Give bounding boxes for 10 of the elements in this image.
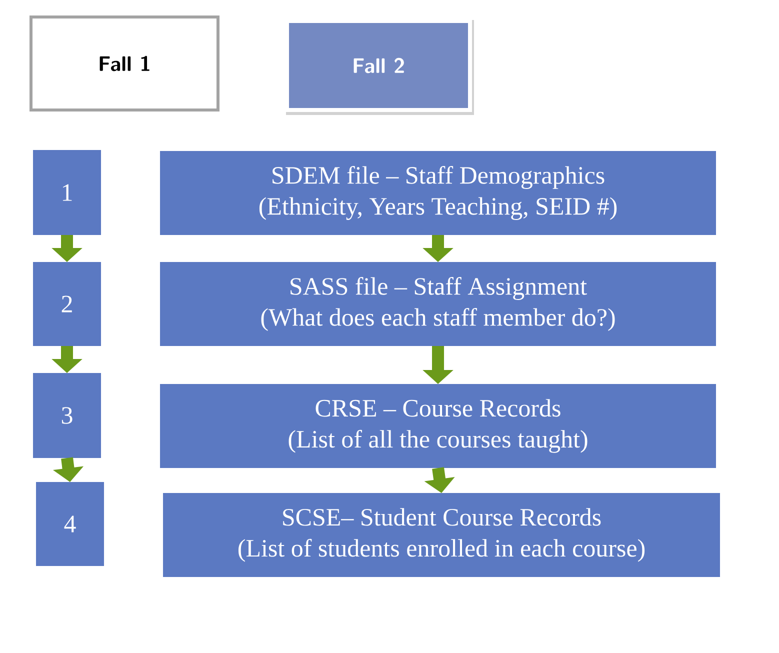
file-box: SDEM file – Staff Demographics (Ethnicity, Years Teaching, SEID #) <box>160 151 716 235</box>
step-box: 3 <box>33 373 101 458</box>
label-box: Fall 1 <box>30 16 220 112</box>
label-box: Fall 2 <box>285 19 474 115</box>
file-box: CRSE – Course Records (List of all the courses taught) <box>160 384 716 468</box>
step-box: 1 <box>33 150 101 235</box>
step-box: 4 <box>36 482 104 566</box>
step-box: 2 <box>33 262 101 346</box>
file-box: SCSE– Student Course Records (List of students enrolled in each course) <box>163 493 720 577</box>
file-box: SASS file – Staff Assignment (What does each staff member do?) <box>160 262 716 346</box>
